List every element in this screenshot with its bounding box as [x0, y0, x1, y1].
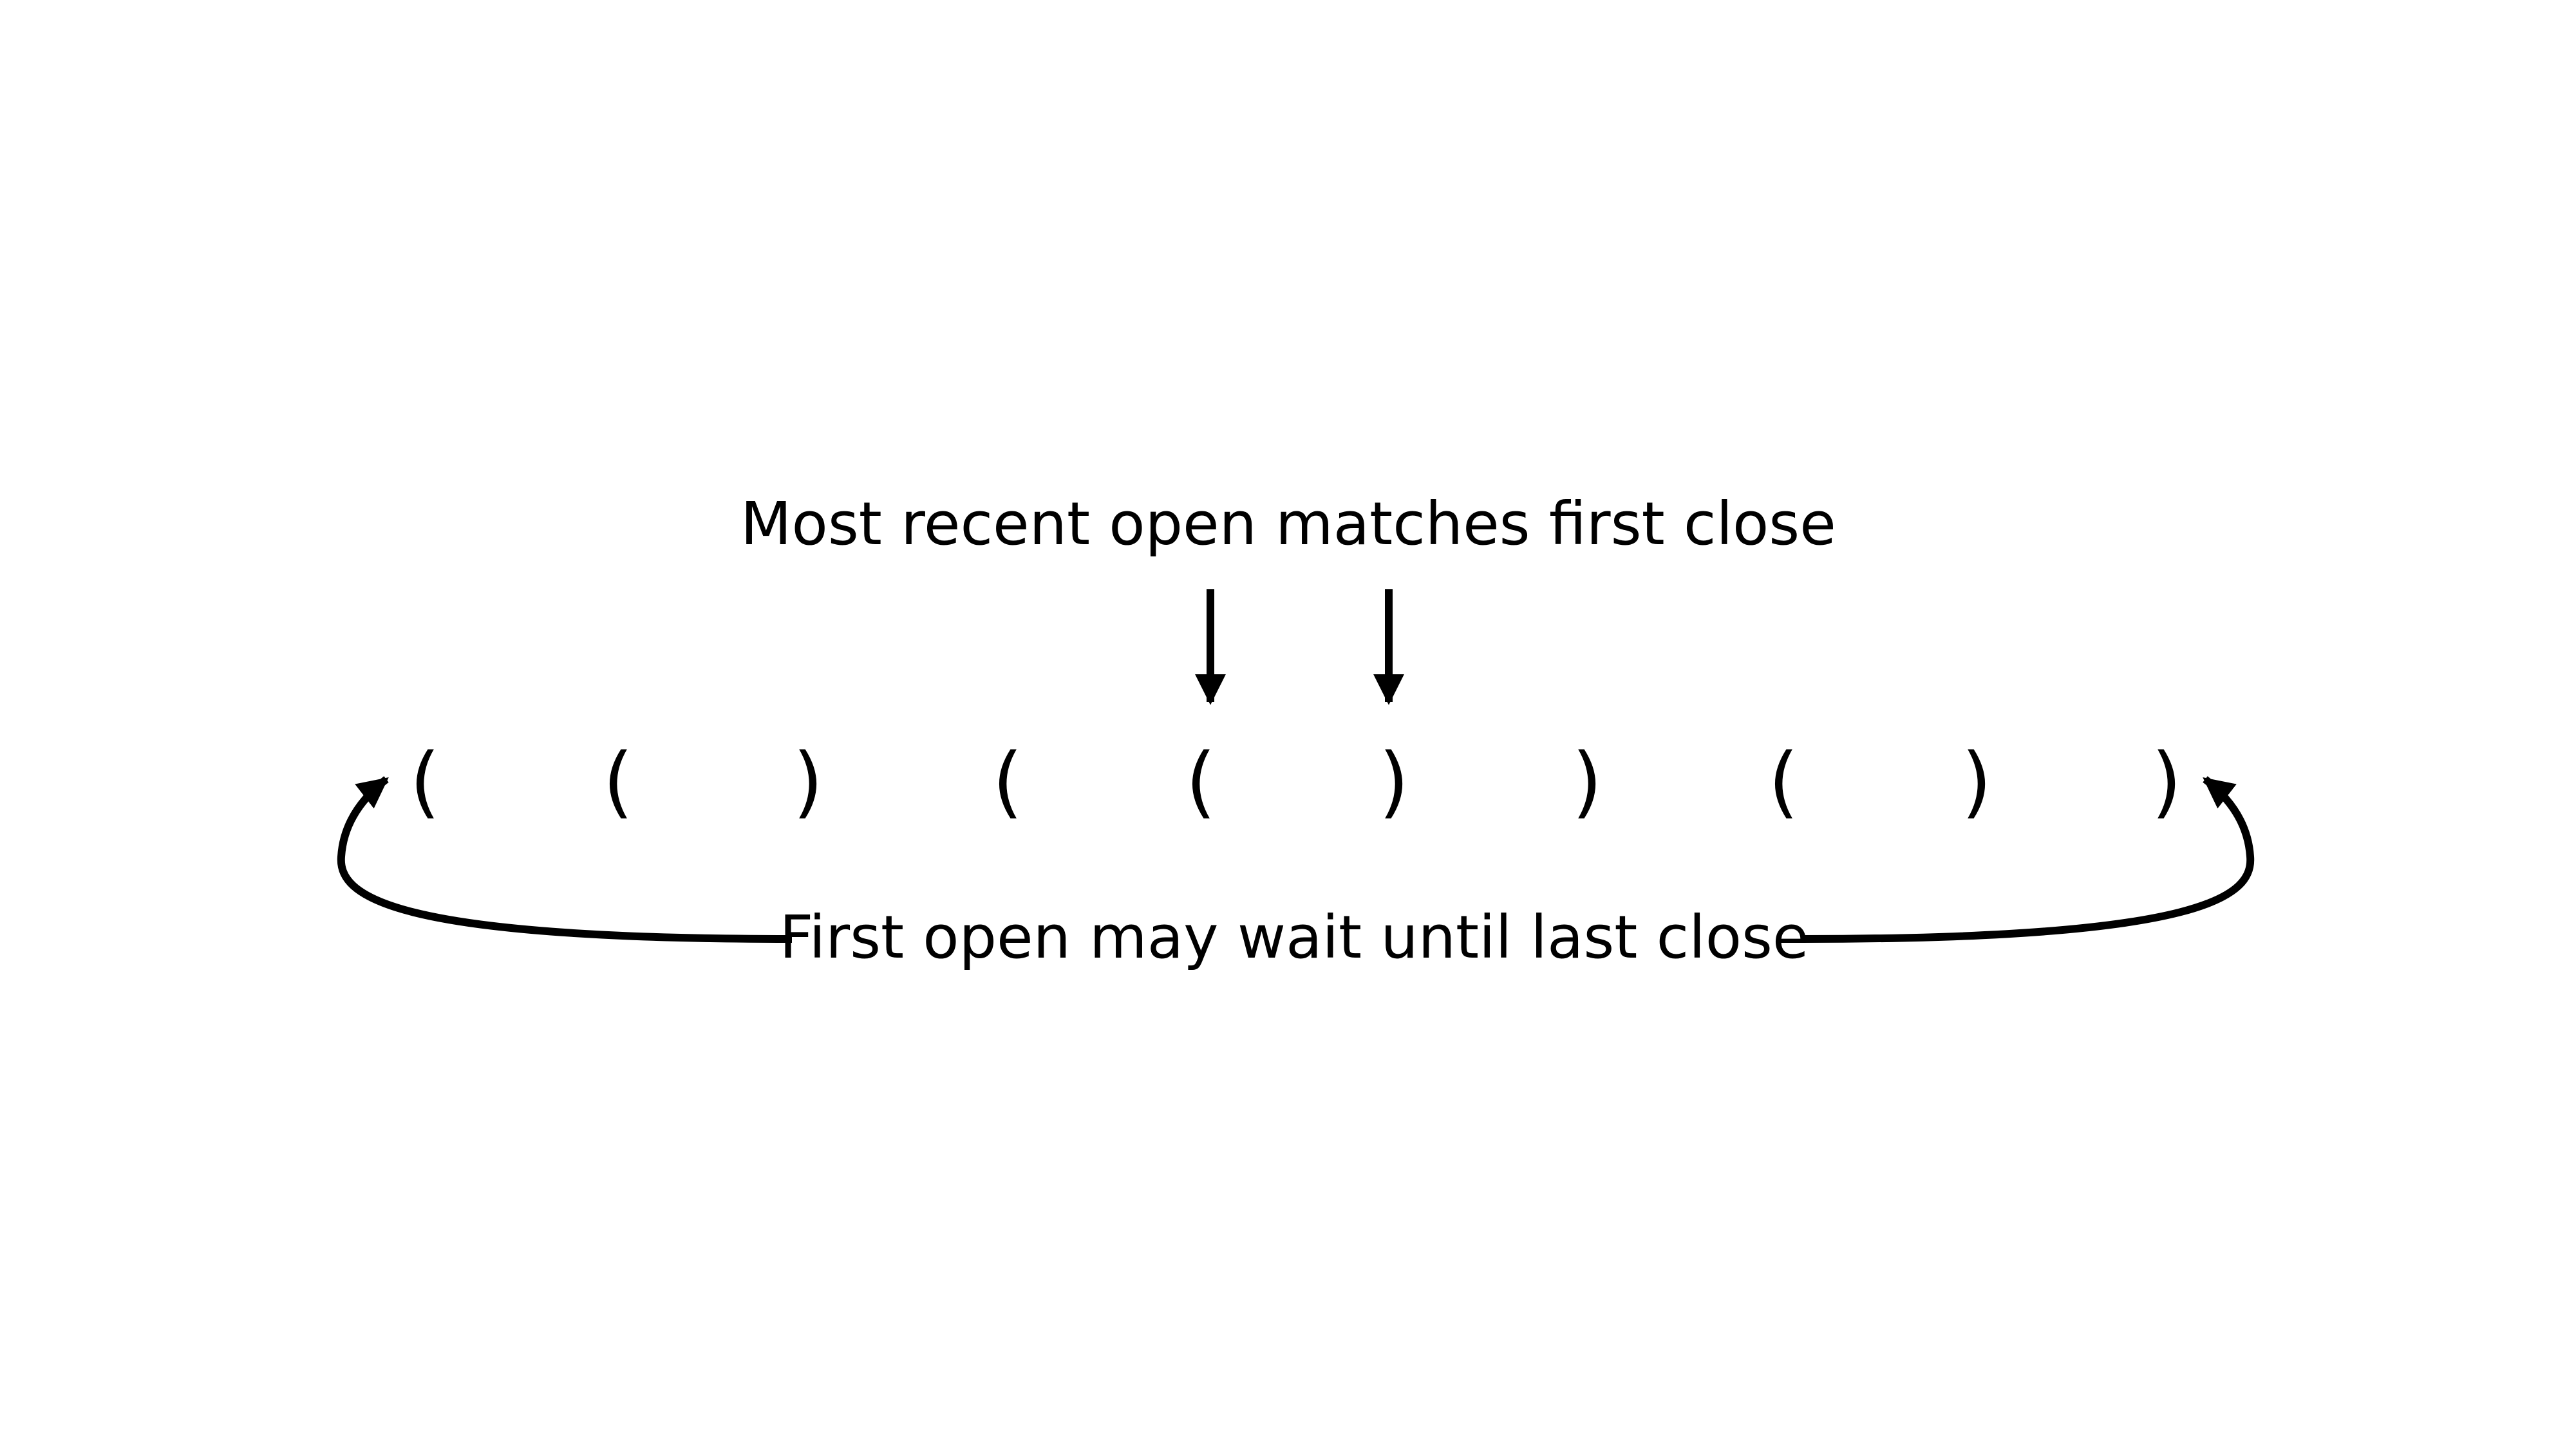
top-caption: Most recent open matches first close: [740, 489, 1836, 558]
curved-arrow-left: [337, 776, 793, 943]
curved-arrow-right: [1802, 776, 2255, 943]
paren-3: ): [793, 737, 823, 827]
parenthesis-sequence: ( ( ) ( ( ) ) ( ) ): [410, 737, 2182, 827]
paren-2: (: [603, 737, 634, 827]
paren-7: ): [1572, 737, 1603, 827]
paren-8: (: [1769, 737, 1799, 827]
paren-10: ): [2152, 737, 2182, 827]
paren-4: (: [993, 737, 1023, 827]
paren-9: ): [1962, 737, 1992, 827]
bottom-caption: First open may wait until last close: [779, 903, 1809, 972]
paren-6: ): [1379, 737, 1409, 827]
paren-1: (: [410, 737, 440, 827]
paren-5: (: [1186, 737, 1216, 827]
